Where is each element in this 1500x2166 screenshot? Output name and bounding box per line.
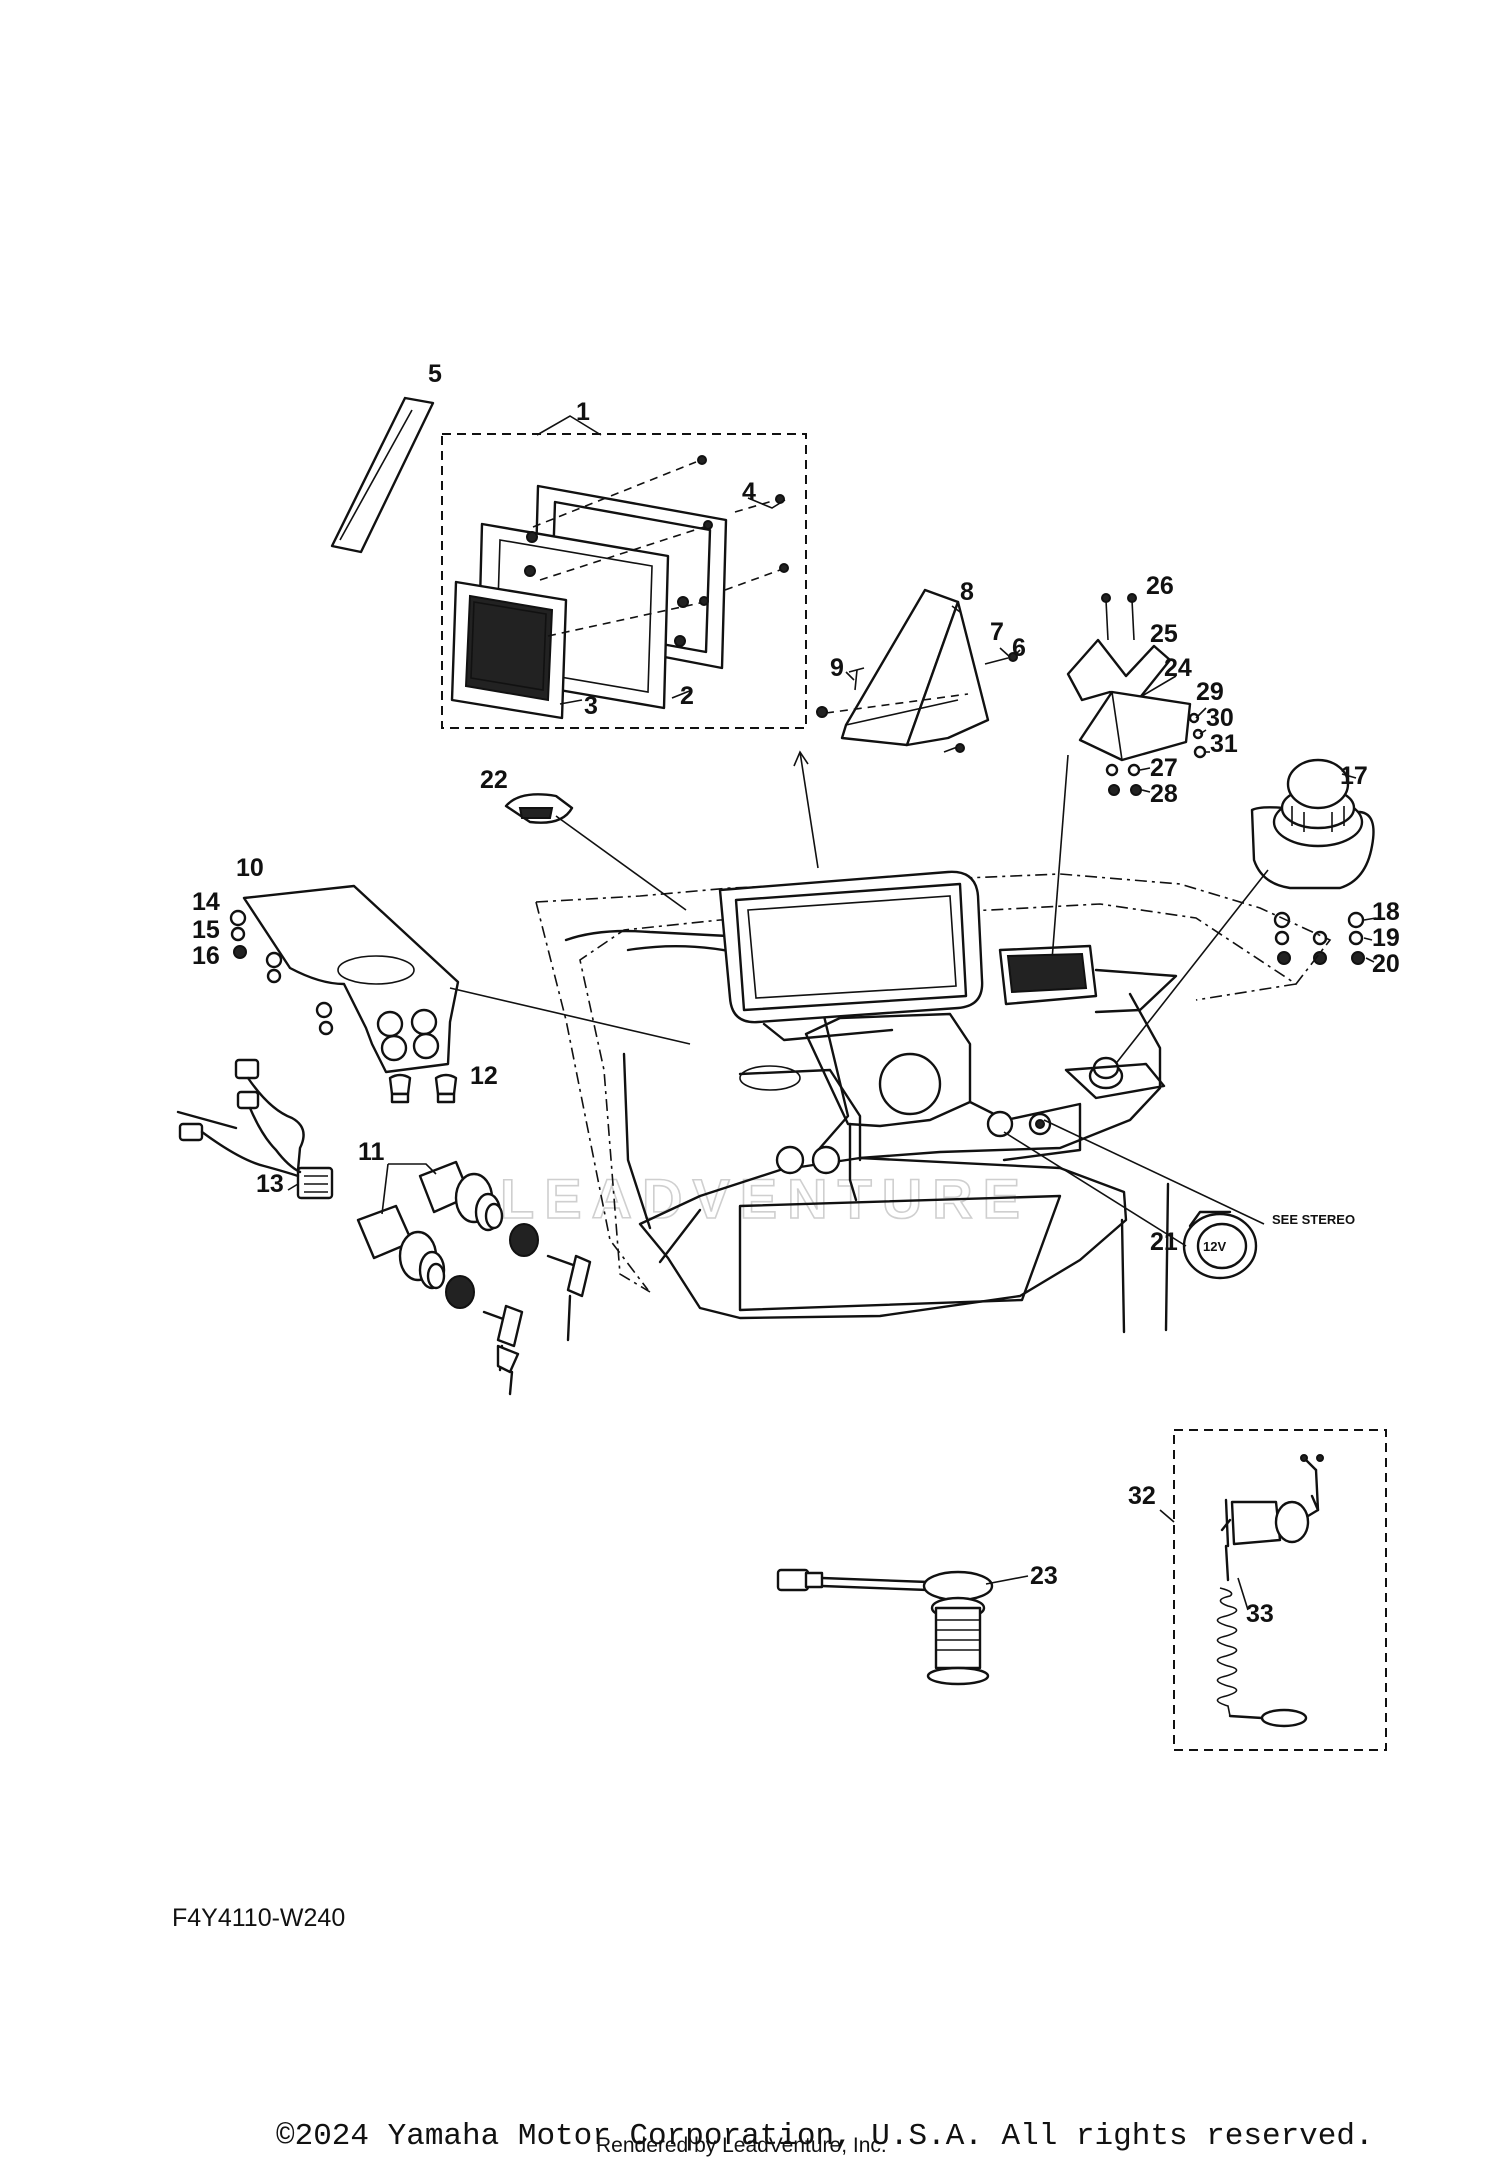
callout-21: 21 <box>1150 1228 1178 1256</box>
part-17-knob-controller <box>1250 758 1375 965</box>
callout-13: 13 <box>256 1170 284 1198</box>
callout-20: 20 <box>1372 950 1400 978</box>
part-22-switch <box>504 793 574 824</box>
part-24-bracket <box>1066 593 1207 796</box>
part-1-display-kit <box>441 433 807 729</box>
callout-22: 22 <box>480 766 508 794</box>
callout-25: 25 <box>1150 620 1178 648</box>
part-21-12v-socket: 12V <box>1182 1210 1258 1280</box>
callout-32: 32 <box>1128 1482 1156 1510</box>
callout-1: 1 <box>576 398 590 426</box>
callout-17: 17 <box>1340 762 1368 790</box>
callout-12: 12 <box>470 1062 498 1090</box>
callout-31: 31 <box>1210 730 1238 758</box>
callout-11: 11 <box>358 1138 385 1166</box>
callout-28: 28 <box>1150 780 1178 808</box>
copyright-notice: ©2024 Yamaha Motor Corporation, U.S.A. A… <box>276 2119 1374 2154</box>
socket-label: 12V <box>1203 1239 1226 1254</box>
dashboard-console <box>535 873 1332 1334</box>
part-12-plugs <box>388 1073 458 1104</box>
callout-23: 23 <box>1030 1562 1058 1590</box>
callout-14: 14 <box>192 888 220 916</box>
see-stereo-note: SEE STEREO <box>1272 1212 1355 1227</box>
callout-24: 24 <box>1164 654 1192 682</box>
callout-18: 18 <box>1372 898 1400 926</box>
callout-7: 7 <box>990 618 1004 646</box>
diagram-code: F4Y4110-W240 <box>172 1904 346 1932</box>
callout-4: 4 <box>742 478 756 506</box>
callout-16: 16 <box>192 942 220 970</box>
callout-10: 10 <box>236 854 264 882</box>
part-13-wire-harness <box>176 1058 334 1200</box>
callout-5: 5 <box>428 360 442 388</box>
dash-display <box>718 870 984 1042</box>
part-8-mount-cover <box>816 588 1018 753</box>
callout-labels: 1 2 3 4 5 6 7 8 9 10 11 12 13 14 15 16 1… <box>192 360 1400 1628</box>
callout-30: 30 <box>1206 704 1234 732</box>
part-10-panel <box>229 884 460 1074</box>
part-11-key-switches <box>356 1160 592 1396</box>
callout-15: 15 <box>192 916 220 944</box>
callout-19: 19 <box>1372 924 1400 952</box>
rendered-by-credit: Rendered by LeadVenture, Inc. <box>596 2134 887 2157</box>
part-23-sensor <box>776 1568 994 1686</box>
callout-6: 6 <box>1012 634 1026 662</box>
part-5-trim-strip <box>330 396 435 554</box>
callout-2: 2 <box>680 682 694 710</box>
callout-29: 29 <box>1196 678 1224 706</box>
callout-26: 26 <box>1146 572 1174 600</box>
part-32-lanyard-switch <box>1173 1429 1387 1751</box>
callout-27: 27 <box>1150 754 1178 782</box>
callout-33: 33 <box>1246 1600 1274 1628</box>
callout-9: 9 <box>830 654 844 682</box>
callout-8: 8 <box>960 578 974 606</box>
callout-3: 3 <box>584 692 598 720</box>
